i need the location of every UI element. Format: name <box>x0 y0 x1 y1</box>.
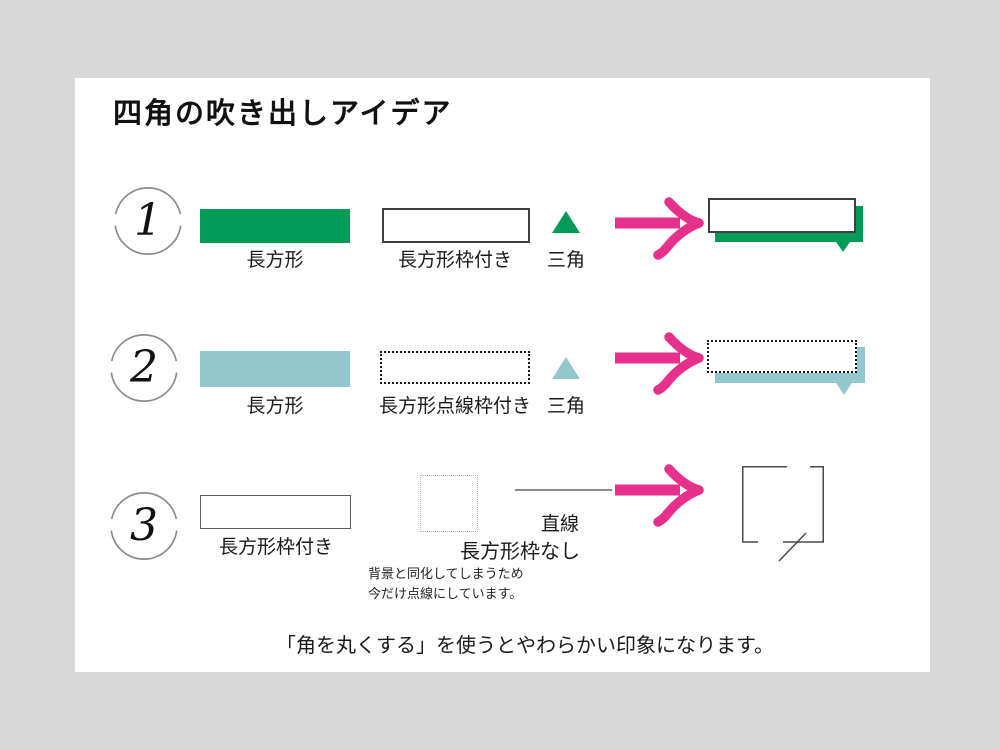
teal-rectangle-sample <box>200 351 350 387</box>
result-open-square <box>742 466 824 562</box>
triangle-label: 三角 <box>546 250 585 271</box>
borderless-rectangle-sample <box>420 475 478 532</box>
bordered-rectangle-sample <box>382 208 530 243</box>
bordered-rect-label: 長方形枠付き <box>218 537 333 558</box>
note-line-1: 背景と同化してしまうため <box>368 566 524 581</box>
borderless-rect-note: 背景と同化してしまうため 今だけ点線にしています。 <box>368 564 524 604</box>
step-2-badge: 2 <box>109 333 179 403</box>
result-bubble-front-white <box>708 198 856 233</box>
note-line-2: 今だけ点線にしています。 <box>368 586 523 601</box>
result-bubble-tail-green <box>832 236 854 252</box>
rect-label: 長方形 <box>246 250 304 271</box>
result-bubble-front-dotted <box>707 340 857 373</box>
result-tail-line <box>778 532 807 562</box>
step-2-number: 2 <box>130 342 158 393</box>
step-circle-icon <box>110 492 178 561</box>
step-circle-icon <box>114 187 182 256</box>
dotted-rect-label: 長方形点線枠付き <box>378 396 531 417</box>
triangle-up-green-sample <box>552 211 580 233</box>
step-1-number: 1 <box>134 195 162 246</box>
step-3-number: 3 <box>130 500 158 551</box>
line-label: 直線 <box>540 514 579 535</box>
arrow-icon <box>615 197 704 260</box>
step-1-badge: 1 <box>113 186 183 256</box>
green-rectangle-sample <box>200 209 350 243</box>
step-3-badge: 3 <box>109 491 179 561</box>
triangle-up-teal-sample <box>552 357 580 379</box>
step-circle-icon <box>110 334 178 403</box>
dotted-rectangle-sample <box>380 351 530 384</box>
footer-tip: 「角を丸くする」を使うとやわらかい印象になります。 <box>276 635 774 657</box>
bordered-rectangle-sample <box>200 495 351 529</box>
slide-card: 四角の吹き出しアイデア 1 長方形 長方形枠付き 三角 2 長方形 長方形点線枠… <box>75 78 930 672</box>
result-bubble-tail-teal <box>833 378 855 395</box>
arrow-icon <box>615 464 704 527</box>
straight-line-sample <box>515 489 612 491</box>
rect-label: 長方形 <box>246 396 304 417</box>
arrow-icon <box>615 332 704 395</box>
bordered-rect-label: 長方形枠付き <box>397 250 512 271</box>
borderless-rect-label: 長方形枠なし <box>460 541 580 563</box>
page-title: 四角の吹き出しアイデア <box>113 98 453 130</box>
triangle-label: 三角 <box>546 396 585 417</box>
